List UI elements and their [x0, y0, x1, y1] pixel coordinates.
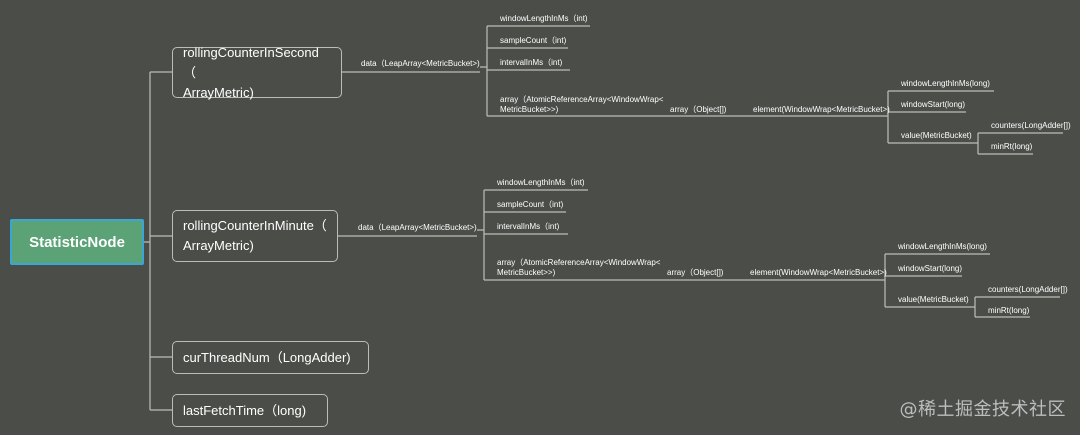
minute-object-array-label[interactable]: array（Object[]) [667, 268, 724, 277]
node-minute-label-line1: rollingCounterInMinute（ [183, 218, 327, 233]
connector-second-fields [486, 25, 628, 117]
second-window-length-long[interactable]: windowLengthInMs(long) [901, 79, 990, 88]
connector-second-window [887, 90, 994, 144]
minute-value-label[interactable]: value(MetricBucket) [898, 295, 969, 304]
node-last-fetch-time[interactable]: lastFetchTime（long) [172, 394, 328, 427]
second-element-label[interactable]: element(WindowWrap<MetricBucket>) [753, 105, 890, 114]
second-array-label-line2[interactable]: MetricBucket>>) [500, 105, 559, 114]
node-cur-thread-num[interactable]: curThreadNum（LongAdder) [172, 341, 369, 374]
second-window-start[interactable]: windowStart(long) [901, 100, 966, 109]
root-node-statisticnode[interactable]: StatisticNode [10, 219, 144, 265]
node-second-label-line1: rollingCounterInSecond（ [183, 44, 319, 80]
connector-second-data [342, 66, 487, 73]
connector-minute-window [884, 253, 990, 308]
connector-minute-data [338, 229, 484, 237]
connector-minute-fields [483, 189, 625, 281]
minute-array-label-line1[interactable]: array（AtomicReferenceArray<WindowWrap< [497, 258, 661, 267]
node-second-label-line2: ArrayMetric) [183, 84, 254, 100]
node-last-fetch-time-label: lastFetchTime（long) [183, 402, 307, 418]
second-object-array-label[interactable]: array（Object[]) [670, 105, 727, 114]
minute-field-window-length[interactable]: windowLengthInMs（int) [497, 178, 585, 187]
minute-field-interval[interactable]: intervalInMs（int) [497, 222, 560, 231]
node-cur-thread-num-label: curThreadNum（LongAdder) [183, 349, 351, 365]
second-field-window-length[interactable]: windowLengthInMs（int) [500, 14, 588, 23]
node-minute-label-line2: ArrayMetric) [183, 238, 254, 253]
minute-array-label-line2[interactable]: MetricBucket>>) [497, 268, 556, 277]
minute-field-sample-count[interactable]: sampleCount（int) [497, 200, 564, 209]
minute-data-label[interactable]: data（LeapArray<MetricBucket>) [358, 223, 477, 232]
connector-second-value [977, 132, 1063, 155]
second-counters-label[interactable]: counters(LongAdder[]) [991, 121, 1071, 130]
second-minrt-label[interactable]: minRt(long) [991, 142, 1033, 151]
second-array-label-line1[interactable]: array（AtomicReferenceArray<WindowWrap< [500, 95, 664, 104]
root-node-label: StatisticNode [29, 233, 125, 251]
second-field-sample-count[interactable]: sampleCount（int) [500, 36, 567, 45]
connector-root-branches [144, 71, 172, 411]
second-value-label[interactable]: value(MetricBucket) [901, 131, 972, 140]
minute-window-start[interactable]: windowStart(long) [898, 264, 963, 273]
second-data-label[interactable]: data（LeapArray<MetricBucket>) [361, 59, 480, 68]
watermark: @稀土掘金技术社区 [899, 399, 1066, 420]
minute-counters-label[interactable]: counters(LongAdder[]) [988, 285, 1068, 294]
second-field-interval[interactable]: intervalInMs（int) [500, 58, 563, 67]
node-rolling-counter-in-second[interactable]: rollingCounterInSecond（ ArrayMetric) [172, 45, 342, 100]
minute-element-label[interactable]: element(WindowWrap<MetricBucket>) [750, 268, 887, 277]
minute-window-length-long[interactable]: windowLengthInMs(long) [898, 242, 987, 251]
connector-minute-value [974, 296, 1060, 318]
minute-minrt-label[interactable]: minRt(long) [988, 306, 1030, 315]
node-rolling-counter-in-minute[interactable]: rollingCounterInMinute（ ArrayMetric) [172, 210, 338, 262]
